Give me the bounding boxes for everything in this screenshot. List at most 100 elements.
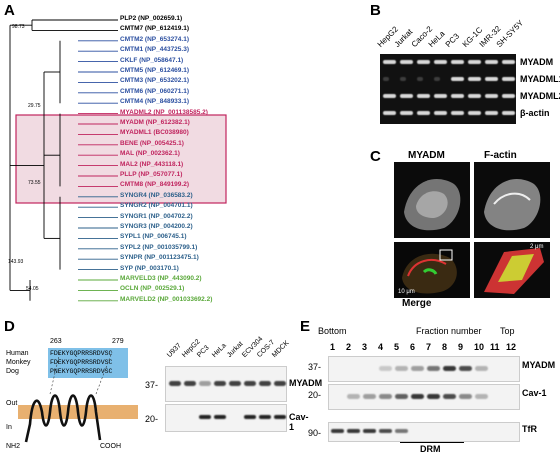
gel-band: [417, 77, 423, 81]
tree-leaf-label: SYNGR1 (NP_004702.2): [120, 212, 193, 220]
gel-band: [502, 111, 515, 115]
rtpcr-row-label: MYADML1: [520, 74, 560, 84]
tree-leaf-label: CMTM8 (NP_849199.2): [120, 181, 189, 189]
fraction-number: 12: [506, 342, 517, 352]
blot-band: [475, 366, 488, 371]
rtpcr-gel: [380, 54, 516, 124]
sequence-alignment-box: [48, 348, 128, 378]
cav1-blot-e: [328, 384, 520, 410]
topology-start-number: 263: [50, 338, 62, 345]
tree-leaf-label: CMTM7 (NP_612419.1): [120, 25, 189, 33]
tree-leaf-label: MYADML2 (NP_001138585.2): [120, 108, 208, 116]
gel-band: [451, 60, 464, 64]
cooh-label: COOH: [100, 443, 121, 450]
tree-leaf-label: MYADM (NP_612382.1): [120, 119, 190, 126]
tfr-blot-e: [328, 422, 520, 442]
myadm-blot-e: [328, 356, 520, 382]
tree-leaf-label: PLLP (NP_057077.1): [120, 171, 183, 178]
tree-node-value: 143.93: [8, 259, 24, 266]
fraction-number: 10: [474, 342, 485, 352]
blot-band: [199, 415, 211, 419]
panel-label-d: D: [4, 318, 15, 335]
tree-leaf-label: MARVELD2 (NP_001033692.2): [120, 295, 213, 303]
tree-leaf-label: CMTM5 (NP_612469.1): [120, 67, 189, 74]
out-label: Out: [6, 400, 18, 407]
species-name: Human: [6, 350, 29, 357]
gel-band: [451, 94, 464, 98]
phylogenetic-tree: PLP2 (NP_002659.1)CMTM7 (NP_612419.1)CMT…: [0, 0, 300, 305]
gel-band: [485, 94, 498, 98]
gel-band: [383, 111, 396, 115]
tree-leaf-label: SYNGR3 (NP_004200.2): [120, 223, 193, 230]
panel-label-b: B: [370, 2, 381, 19]
blot-band: [184, 381, 196, 386]
mw-90-e: 90-: [308, 428, 322, 438]
microscopy-panel: MYADM F-actin Merge 10 μm 2 μm: [370, 148, 560, 309]
tree-leaf-label: MAL2 (NP_443118.1): [120, 160, 184, 168]
cell-line-label: U937: [166, 342, 183, 359]
fraction-number: 11: [490, 342, 500, 352]
blot-band: [229, 381, 241, 386]
gel-band: [485, 60, 498, 64]
myadm-image-title: MYADM: [408, 150, 445, 161]
blot-band: [411, 366, 424, 371]
cav1-label-e: Cav-1: [522, 388, 547, 398]
drm-label: DRM: [420, 444, 441, 454]
myadm-stain-image: [394, 162, 470, 238]
gel-band: [502, 77, 515, 81]
blot-band: [475, 394, 488, 399]
myadm-label-d: MYADM: [289, 378, 323, 388]
tree-leaf-label: SYNGR2 (NP_004701.1): [120, 202, 193, 210]
top-label: Top: [500, 326, 515, 336]
blot-band: [443, 366, 456, 371]
blot-band: [379, 429, 392, 433]
fraction-number: 8: [442, 342, 448, 352]
gel-band: [434, 111, 447, 115]
fraction-number: 2: [346, 342, 352, 352]
cav1-label-d: Cav-1: [289, 412, 309, 432]
tree-leaf-label: SYP (NP_003170.1): [120, 264, 179, 272]
zoom-image: [474, 242, 550, 298]
mw-20-d: 20-: [145, 414, 159, 424]
blot-band: [427, 366, 440, 371]
species-sequence: FDEKYGQPRRSRDVSC: [50, 350, 113, 357]
tree-node-value: 73.55: [28, 180, 41, 187]
gel-band: [383, 60, 396, 64]
tree-leaf-label: SYPL1 (NP_006745.1): [120, 233, 187, 241]
gel-band: [468, 94, 481, 98]
tfr-label-e: TfR: [522, 424, 537, 434]
tree-leaf-label: SYNPR (NP_001123475.1): [120, 254, 199, 262]
factin-image-title: F-actin: [484, 150, 517, 161]
gel-band: [417, 94, 430, 98]
species-name: Dog: [6, 368, 19, 375]
tree-branches: [9, 19, 227, 302]
gel-band: [451, 111, 464, 115]
blot-band: [459, 366, 472, 371]
blot-band: [214, 415, 226, 419]
gel-band: [468, 60, 481, 64]
tree-leaf-label: CMTM2 (NP_653274.1): [120, 35, 189, 43]
blot-band: [347, 394, 360, 399]
blot-band: [395, 366, 408, 371]
blot-band: [347, 429, 360, 433]
gel-band: [485, 77, 498, 81]
tree-leaf-label: SYPL2 (NP_001035799.1): [120, 243, 198, 251]
tree-leaf-label: CMTM6 (NP_060271.1): [120, 87, 189, 95]
panel-label-c: C: [370, 148, 381, 165]
bottom-label: Bottom: [318, 326, 347, 336]
gel-band: [468, 77, 481, 81]
gel-band: [485, 111, 498, 115]
mw-37-d: 37-: [145, 380, 159, 390]
gel-band: [468, 111, 481, 115]
fraction-number: 4: [378, 342, 384, 352]
species-sequence: FDEKYGQPRRSRDVSC: [50, 359, 113, 366]
tree-leaf-label: MARVELD3 (NP_443090.2): [120, 275, 202, 282]
fraction-number: 7: [426, 342, 432, 352]
membrane-topology-diagram: [18, 351, 138, 443]
tree-leaf-label: OCLN (NP_002529.1): [120, 285, 185, 293]
factin-stain-image: [474, 162, 550, 238]
species-sequence: PNEKYGQPRRSRDVSC: [50, 368, 113, 375]
